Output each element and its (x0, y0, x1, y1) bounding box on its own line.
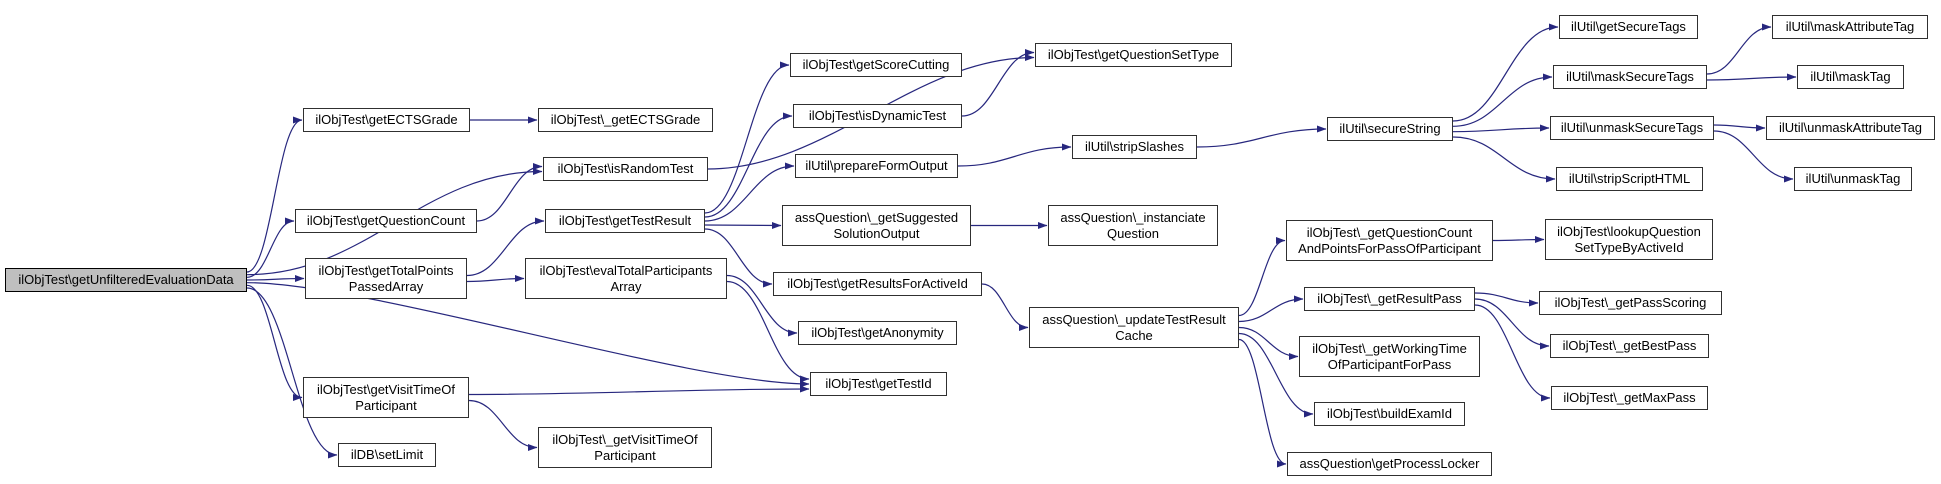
graph-node-unmaskAttributeTag[interactable]: ilUtil\unmaskAttributeTag (1766, 116, 1935, 140)
graph-edge (726, 280, 810, 383)
graph-node-_getQuestionCountAndPointsForPassOfParticipant[interactable]: ilObjTest\_getQuestionCount AndPointsFor… (1286, 220, 1493, 261)
graph-node-_getSuggestedSolutionOutput[interactable]: assQuestion\_getSuggested SolutionOutput (782, 205, 971, 246)
graph-edge (1706, 73, 1797, 81)
graph-node-getTestResult[interactable]: ilObjTest\getTestResult (545, 209, 705, 233)
graph-node-lookupQuestionSetTypeByActiveId[interactable]: ilObjTest\lookupQuestion SetTypeByActive… (1545, 219, 1713, 260)
graph-node-maskAttributeTag[interactable]: ilUtil\maskAttributeTag (1772, 15, 1928, 39)
graph-edge (957, 143, 1072, 167)
graph-node-getAnonymity[interactable]: ilObjTest\getAnonymity (798, 321, 957, 345)
graph-node-unmaskTag[interactable]: ilUtil\unmaskTag (1794, 167, 1912, 191)
graph-edge (1706, 23, 1772, 75)
graph-node-_getMaxPass[interactable]: ilObjTest\_getMaxPass (1551, 386, 1708, 410)
graph-node-getUnfilteredEvaluationData[interactable]: ilObjTest\getUnfilteredEvaluationData (5, 268, 247, 292)
graph-edge (981, 283, 1029, 331)
graph-node-_updateTestResultCache[interactable]: assQuestion\_updateTestResult Cache (1029, 307, 1239, 348)
graph-edge (1452, 136, 1556, 183)
graph-node-_getVisitTimeOfParticipant[interactable]: ilObjTest\_getVisitTimeOf Participant (538, 427, 712, 468)
graph-node-isRandomTest[interactable]: ilObjTest\isRandomTest (543, 157, 708, 181)
graph-edge (468, 385, 810, 396)
graph-node-getProcessLocker[interactable]: assQuestion\getProcessLocker (1287, 452, 1492, 476)
graph-node-stripSlashes[interactable]: ilUtil\stripSlashes (1072, 135, 1197, 159)
graph-edge (1452, 124, 1550, 133)
graph-edge (246, 275, 305, 283)
graph-edge (466, 275, 525, 283)
graph-edge (246, 287, 338, 459)
graph-node-getTestId[interactable]: ilObjTest\getTestId (810, 372, 947, 396)
graph-edge (476, 163, 543, 222)
graph-edge (1452, 23, 1559, 122)
graph-node-getSecureTags[interactable]: ilUtil\getSecureTags (1559, 15, 1698, 39)
graph-node-_instanciateQuestion[interactable]: assQuestion\_instanciate Question (1048, 205, 1218, 246)
graph-node-_getWorkingTimeOfParticipantForPass[interactable]: ilObjTest\_getWorkingTime OfParticipantF… (1299, 336, 1480, 377)
graph-node-isDynamicTest[interactable]: ilObjTest\isDynamicTest (793, 104, 962, 128)
graph-node-unmaskSecureTags[interactable]: ilUtil\unmaskSecureTags (1550, 116, 1714, 140)
graph-edge (1474, 298, 1550, 350)
graph-edge (1474, 304, 1551, 402)
graph-edge (468, 399, 538, 451)
graph-node-getQuestionSetType[interactable]: ilObjTest\getQuestionSetType (1035, 43, 1232, 67)
graph-node-getResultsForActiveId[interactable]: ilObjTest\getResultsForActiveId (773, 272, 982, 296)
graph-edge (246, 217, 295, 278)
graph-edge (704, 221, 782, 229)
graph-node-getTotalPointsPassedArray[interactable]: ilObjTest\getTotalPoints PassedArray (305, 258, 467, 299)
graph-node-setLimit[interactable]: ilDB\setLimit (338, 443, 436, 467)
graph-node-stripScriptHTML[interactable]: ilUtil\stripScriptHTML (1556, 167, 1703, 191)
graph-edge (1238, 326, 1299, 360)
graph-edge (1474, 292, 1539, 307)
graph-edge (704, 162, 795, 222)
graph-edge (1238, 338, 1287, 468)
graph-node-maskTag[interactable]: ilUtil\maskTag (1797, 65, 1904, 89)
graph-edge (704, 112, 793, 218)
graph-node-evalTotalParticipantsArray[interactable]: ilObjTest\evalTotalParticipants Array (525, 258, 727, 299)
graph-edge (961, 49, 1035, 117)
graph-node-getScoreCutting[interactable]: ilObjTest\getScoreCutting (790, 53, 962, 77)
graph-node-getVisitTimeOfParticipant[interactable]: ilObjTest\getVisitTimeOf Participant (303, 377, 469, 418)
graph-edge (1238, 237, 1286, 317)
graph-edge (1196, 125, 1327, 148)
graph-edge (1492, 236, 1545, 244)
graph-node-getQuestionCount[interactable]: ilObjTest\getQuestionCount (295, 209, 477, 233)
graph-node-_getPassScoring[interactable]: ilObjTest\_getPassScoring (1539, 291, 1722, 315)
graph-node-prepareFormOutput[interactable]: ilUtil\prepareFormOutput (795, 154, 958, 178)
graph-edge (1452, 73, 1553, 127)
graph-node-buildExamId[interactable]: ilObjTest\buildExamId (1314, 402, 1465, 426)
graph-node-getECTSGrade[interactable]: ilObjTest\getECTSGrade (303, 108, 470, 132)
graph-node-maskSecureTags[interactable]: ilUtil\maskSecureTags (1553, 65, 1707, 89)
graph-edge (246, 284, 303, 401)
graph-edge (246, 116, 303, 273)
graph-edge (1238, 295, 1304, 323)
graph-node-secureString[interactable]: ilUtil\secureString (1327, 117, 1453, 141)
graph-edge (704, 61, 790, 214)
graph-node-_getBestPass[interactable]: ilObjTest\_getBestPass (1550, 334, 1709, 358)
graph-node-_getResultPass[interactable]: ilObjTest\_getResultPass (1304, 287, 1475, 311)
graph-edge (1713, 124, 1766, 132)
graph-node-_getECTSGrade[interactable]: ilObjTest\_getECTSGrade (538, 108, 713, 132)
